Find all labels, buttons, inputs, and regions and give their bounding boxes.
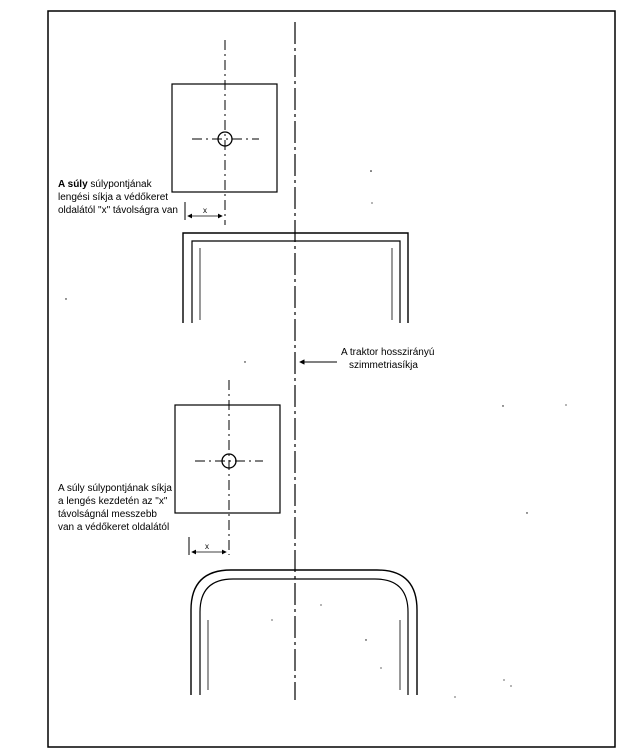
axis-annotation: A traktor hosszirányú szimmetriasíkja [299, 347, 434, 371]
bottom-label-line1: A súly súlypontjának síkja [58, 483, 172, 494]
bottom-dim-x: x [205, 542, 209, 551]
top-label-line2: lengési síkja a védőkeret [58, 192, 168, 203]
top-label-line1: A súly súlypontjának [58, 179, 153, 190]
bottom-label-line3: távolságnál messzebb [58, 509, 157, 520]
top-protective-frame-outer [182, 232, 409, 323]
top-dim-x: x [203, 206, 207, 215]
top-center-of-gravity [217, 131, 233, 147]
bottom-label-line2: a lengés kezdetén az "x" [58, 496, 168, 507]
bottom-group: x A súly súlypontjának síkja a lengés ke… [58, 380, 418, 695]
top-protective-frame-inner [191, 240, 401, 323]
bottom-center-of-gravity [221, 453, 237, 469]
top-group: x A súly súlypontjának lengési síkja a v… [58, 40, 409, 323]
bottom-label-line4: van a védőkeret oldalától [58, 522, 169, 533]
axis-label-line2: szimmetriasíkja [349, 360, 418, 371]
scan-specks [65, 170, 567, 698]
axis-label-line1: A traktor hosszirányú [341, 347, 434, 358]
bottom-weight-box [174, 404, 281, 514]
top-label-line3: oldalától "x" távolságra van [58, 205, 178, 216]
bottom-protective-frame-outer [190, 569, 418, 695]
bottom-protective-frame-inner [199, 578, 409, 695]
outer-frame [47, 10, 616, 748]
